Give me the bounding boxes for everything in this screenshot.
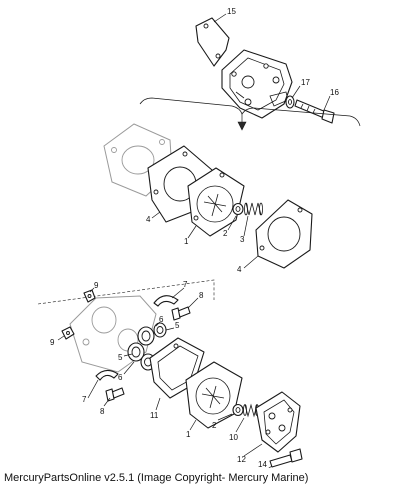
- callout-2-upper: 2: [223, 229, 228, 238]
- callout-11: 11: [150, 411, 159, 420]
- callout-9-top: 9: [94, 281, 99, 290]
- callout-15: 15: [227, 7, 236, 16]
- bracket-arrow-head: [237, 121, 247, 131]
- callout-4-upper: 4: [146, 215, 151, 224]
- callout-9-left: 9: [50, 338, 55, 347]
- callout-5-top: 5: [175, 321, 180, 330]
- callout-6-top: 6: [159, 315, 164, 324]
- fitting-9-left[interactable]: [61, 326, 75, 340]
- gasket-15[interactable]: [195, 17, 230, 67]
- screw-16[interactable]: [294, 99, 335, 124]
- callout-1-lower: 1: [186, 430, 191, 439]
- callout-7-top: 7: [183, 280, 188, 289]
- callout-1-upper: 1: [184, 237, 189, 246]
- retainer-clip-7-bottom[interactable]: [95, 369, 119, 381]
- check-valve-2-upper[interactable]: [232, 202, 244, 216]
- callout-12: 12: [237, 455, 246, 464]
- callout-7-bottom: 7: [82, 395, 87, 404]
- check-valve-2-lower[interactable]: [232, 403, 244, 417]
- fitting-9-top[interactable]: [83, 289, 96, 303]
- screw-8-bottom[interactable]: [105, 387, 125, 402]
- callout-8-top: 8: [199, 291, 204, 300]
- retainer-clip-7-top[interactable]: [153, 295, 179, 307]
- callout-6-bottom: 6: [118, 373, 123, 382]
- callout-10: 10: [229, 433, 238, 442]
- screw-14[interactable]: [269, 448, 303, 468]
- callout-5-bottom: 5: [118, 353, 123, 362]
- pump-cover-12[interactable]: [255, 391, 301, 453]
- callout-3: 3: [240, 235, 245, 244]
- check-valve-5-6-upper[interactable]: [137, 322, 167, 346]
- diaphragm-1-upper[interactable]: [187, 167, 245, 237]
- washer-17[interactable]: [285, 95, 295, 109]
- callout-16: 16: [330, 88, 339, 97]
- assembly-guide-line: [37, 279, 215, 305]
- leader-lines: [57, 13, 331, 468]
- exploded-parts-diagram: 15 17 16 4 1 2 3 4 9 7 8 6 5 9 5 6 7 8 1…: [37, 7, 361, 468]
- callout-17: 17: [301, 78, 310, 87]
- callout-2-lower: 2: [212, 421, 217, 430]
- image-caption: MercuryPartsOnline v2.5.1 (Image Copyrig…: [4, 472, 309, 484]
- screw-8-top[interactable]: [171, 306, 191, 321]
- callout-8-bottom: 8: [100, 407, 105, 416]
- spring-3[interactable]: [244, 202, 263, 216]
- callout-14: 14: [258, 460, 267, 468]
- callout-4-lower: 4: [237, 265, 242, 274]
- gasket-4-lower[interactable]: [255, 199, 313, 269]
- pump-body-assembly[interactable]: [221, 49, 293, 119]
